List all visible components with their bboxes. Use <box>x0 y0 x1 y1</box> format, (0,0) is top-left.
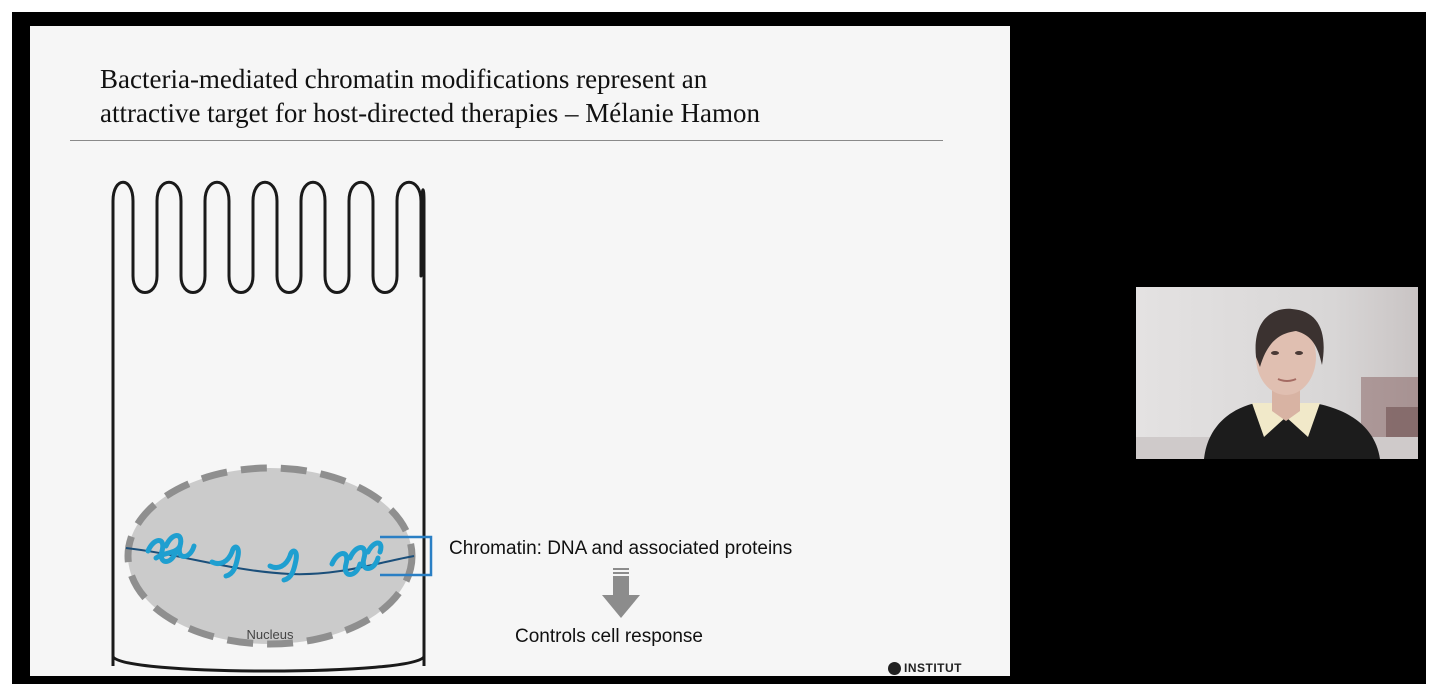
chromatin-label: Chromatin: DNA and associated proteins <box>449 538 793 559</box>
cell-diagram: Nucleus <box>111 180 640 673</box>
nucleus-label: Nucleus <box>247 627 294 642</box>
cell-bottom <box>111 654 426 673</box>
cell-outline <box>111 180 426 666</box>
chromatin-bracket <box>380 535 433 577</box>
nucleosome-3 <box>267 548 299 583</box>
cell-response-label: Controls cell response <box>515 626 703 647</box>
title-divider <box>70 140 943 141</box>
down-arrow-icon <box>602 568 640 618</box>
slide-title: Bacteria-mediated chromatin modification… <box>100 62 960 130</box>
nucleosome-cluster-4 <box>329 540 384 577</box>
slide-title-line-1: Bacteria-mediated chromatin modification… <box>100 64 708 94</box>
institut-logo-text: INSTITUT <box>904 661 962 675</box>
institut-logo-icon <box>888 662 901 675</box>
presenter-video <box>1136 287 1418 459</box>
slide-title-line-2: attractive target for host-directed ther… <box>100 98 760 128</box>
presenter-video-icon <box>1136 287 1418 459</box>
nucleosome-cluster-1 <box>145 533 197 564</box>
nucleosome-2 <box>209 544 241 579</box>
presentation-slide: Bacteria-mediated chromatin modification… <box>30 26 1010 676</box>
institut-logo: INSTITUT <box>888 660 1008 676</box>
